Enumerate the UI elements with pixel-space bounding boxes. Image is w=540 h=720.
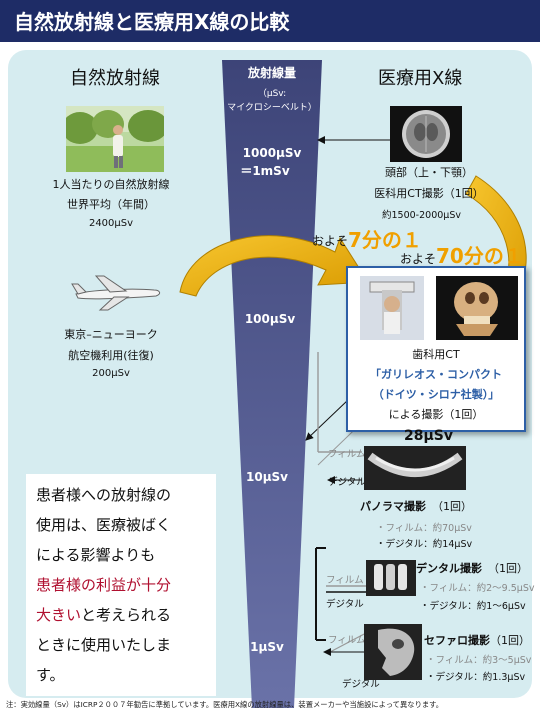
message-line5-rest: と考えられる: [81, 606, 172, 624]
panorama-title: パノラマ撮影: [360, 500, 426, 513]
dental-film-value: ・フィルム：約2〜9.5μSv: [420, 583, 535, 594]
cephalo-title: セファロ撮影: [424, 634, 490, 647]
dentalct-to-scale-line: [305, 399, 349, 441]
head-ct-line1: 頭部（上・下顎）: [385, 166, 473, 179]
policy-message: 患者様への放射線の 使用は、医療被ばく による影響よりも 患者様の利益が十分 大…: [36, 480, 212, 690]
scale-mark-100: 100μSv: [244, 312, 296, 326]
scale-mark-10: 10μSv: [246, 470, 288, 484]
cephalo-digital-label: デジタル: [342, 679, 380, 690]
natural-column-heading: 自然放射線: [70, 68, 160, 89]
message-line3: による影響よりも: [36, 546, 156, 564]
dental-ct-machine-photo: [360, 276, 424, 340]
footnote: 注：実効線量（Sv）はICRP２００７年勧告に準拠しています。医療用X線の放射線…: [6, 700, 444, 709]
dental-digital-value: ・デジタル：約1〜6μSv: [420, 601, 526, 612]
message-line5: 大きいと考えられる: [36, 600, 212, 630]
annual-natural-value: 2400μSv: [88, 218, 134, 229]
dental-ct-line3: による撮影（1回）: [388, 408, 484, 421]
cephalo-film-value: ・フィルム：約3〜5μSv: [426, 655, 532, 666]
annual-natural-line2: 世界平均（年間）: [67, 198, 155, 211]
cephalo-film-line: [329, 631, 369, 653]
scale-mark-1: 1μSv: [250, 640, 284, 654]
flight-line1: 東京–ニューヨーク: [64, 328, 158, 341]
head-ct-line2: 医科用CT撮影（1回）: [374, 187, 484, 200]
flight-line2: 航空機利用(往復): [68, 349, 154, 362]
message-line6: ときに使用いたしま: [36, 636, 172, 654]
panorama-digital-label: デジタル: [328, 477, 366, 488]
dental-xray-image: [366, 560, 416, 596]
dental-ct-brand-line2: （ドイツ・シロナ社製）」: [372, 388, 500, 401]
flight-value: 200μSv: [92, 368, 130, 379]
dental-ct-title: 歯科用CT: [412, 348, 460, 361]
person-outdoor-photo: [66, 106, 164, 172]
panorama-film-value: ・フィルム：約70μSv: [376, 523, 472, 534]
message-line2: 使用は、医療被ばく: [36, 516, 172, 534]
dental-title: デンタル撮影: [416, 562, 482, 575]
scale-mark-1000-sub: ＝1mSv: [240, 164, 290, 178]
panorama-count: （1回）: [432, 500, 472, 513]
dental-ct-value: 28μSv: [404, 428, 453, 444]
scale-unit-line1: （μSv:: [257, 89, 287, 99]
dental-ct-brand-line1: 「ガリレオス・コンパクト: [370, 368, 502, 381]
head-ct-value: 約1500-2000μSv: [382, 210, 461, 221]
policy-message-box: [26, 474, 216, 696]
cephalo-count: （1回）: [490, 634, 530, 647]
header-bar: [0, 0, 540, 42]
dental-digital-label: デジタル: [326, 599, 364, 610]
panorama-xray-image: [364, 446, 466, 490]
scale-mark-1000: 1000μSv: [242, 146, 302, 160]
airplane-icon: [70, 272, 162, 312]
cephalo-digital-value: ・デジタル：約1.3μSv: [426, 672, 526, 683]
ratio-7-value: 7分の１: [348, 228, 422, 252]
page-title: 自然放射線と医療用X線の比較: [14, 10, 290, 34]
cephalo-xray-image: [364, 624, 422, 680]
dental-film-label: フィルム: [326, 575, 364, 586]
message-line1: 患者様への放射線の: [36, 486, 172, 504]
dental-ct-skull-render: [436, 276, 518, 340]
ratio-7-prefix: およそ: [312, 234, 349, 248]
medical-column-heading: 医療用X線: [378, 68, 463, 89]
message-line4: 患者様の利益が十分: [36, 576, 172, 594]
dose-scale-wedge: [222, 60, 322, 708]
message-line5-red: 大きい: [36, 606, 82, 624]
cephalo-film-label: フィルム: [328, 635, 366, 646]
head-ct-image: [390, 106, 462, 162]
gold-arrow-7x: [179, 235, 369, 297]
scale-unit-line2: マイクロシーベルト）: [227, 103, 317, 113]
scale-title: 放射線量: [247, 66, 296, 80]
ratio-70-prefix: およそ: [400, 252, 437, 266]
ratio-70-value: 70分の１: [436, 244, 524, 268]
dental-count: （1回）: [488, 562, 528, 575]
panorama-digital-value: ・デジタル：約14μSv: [376, 539, 473, 550]
message-line7: す。: [36, 666, 65, 684]
panorama-film-label: フィルム: [328, 449, 366, 460]
annual-natural-line1: 1人当たりの自然放射線: [52, 178, 170, 191]
